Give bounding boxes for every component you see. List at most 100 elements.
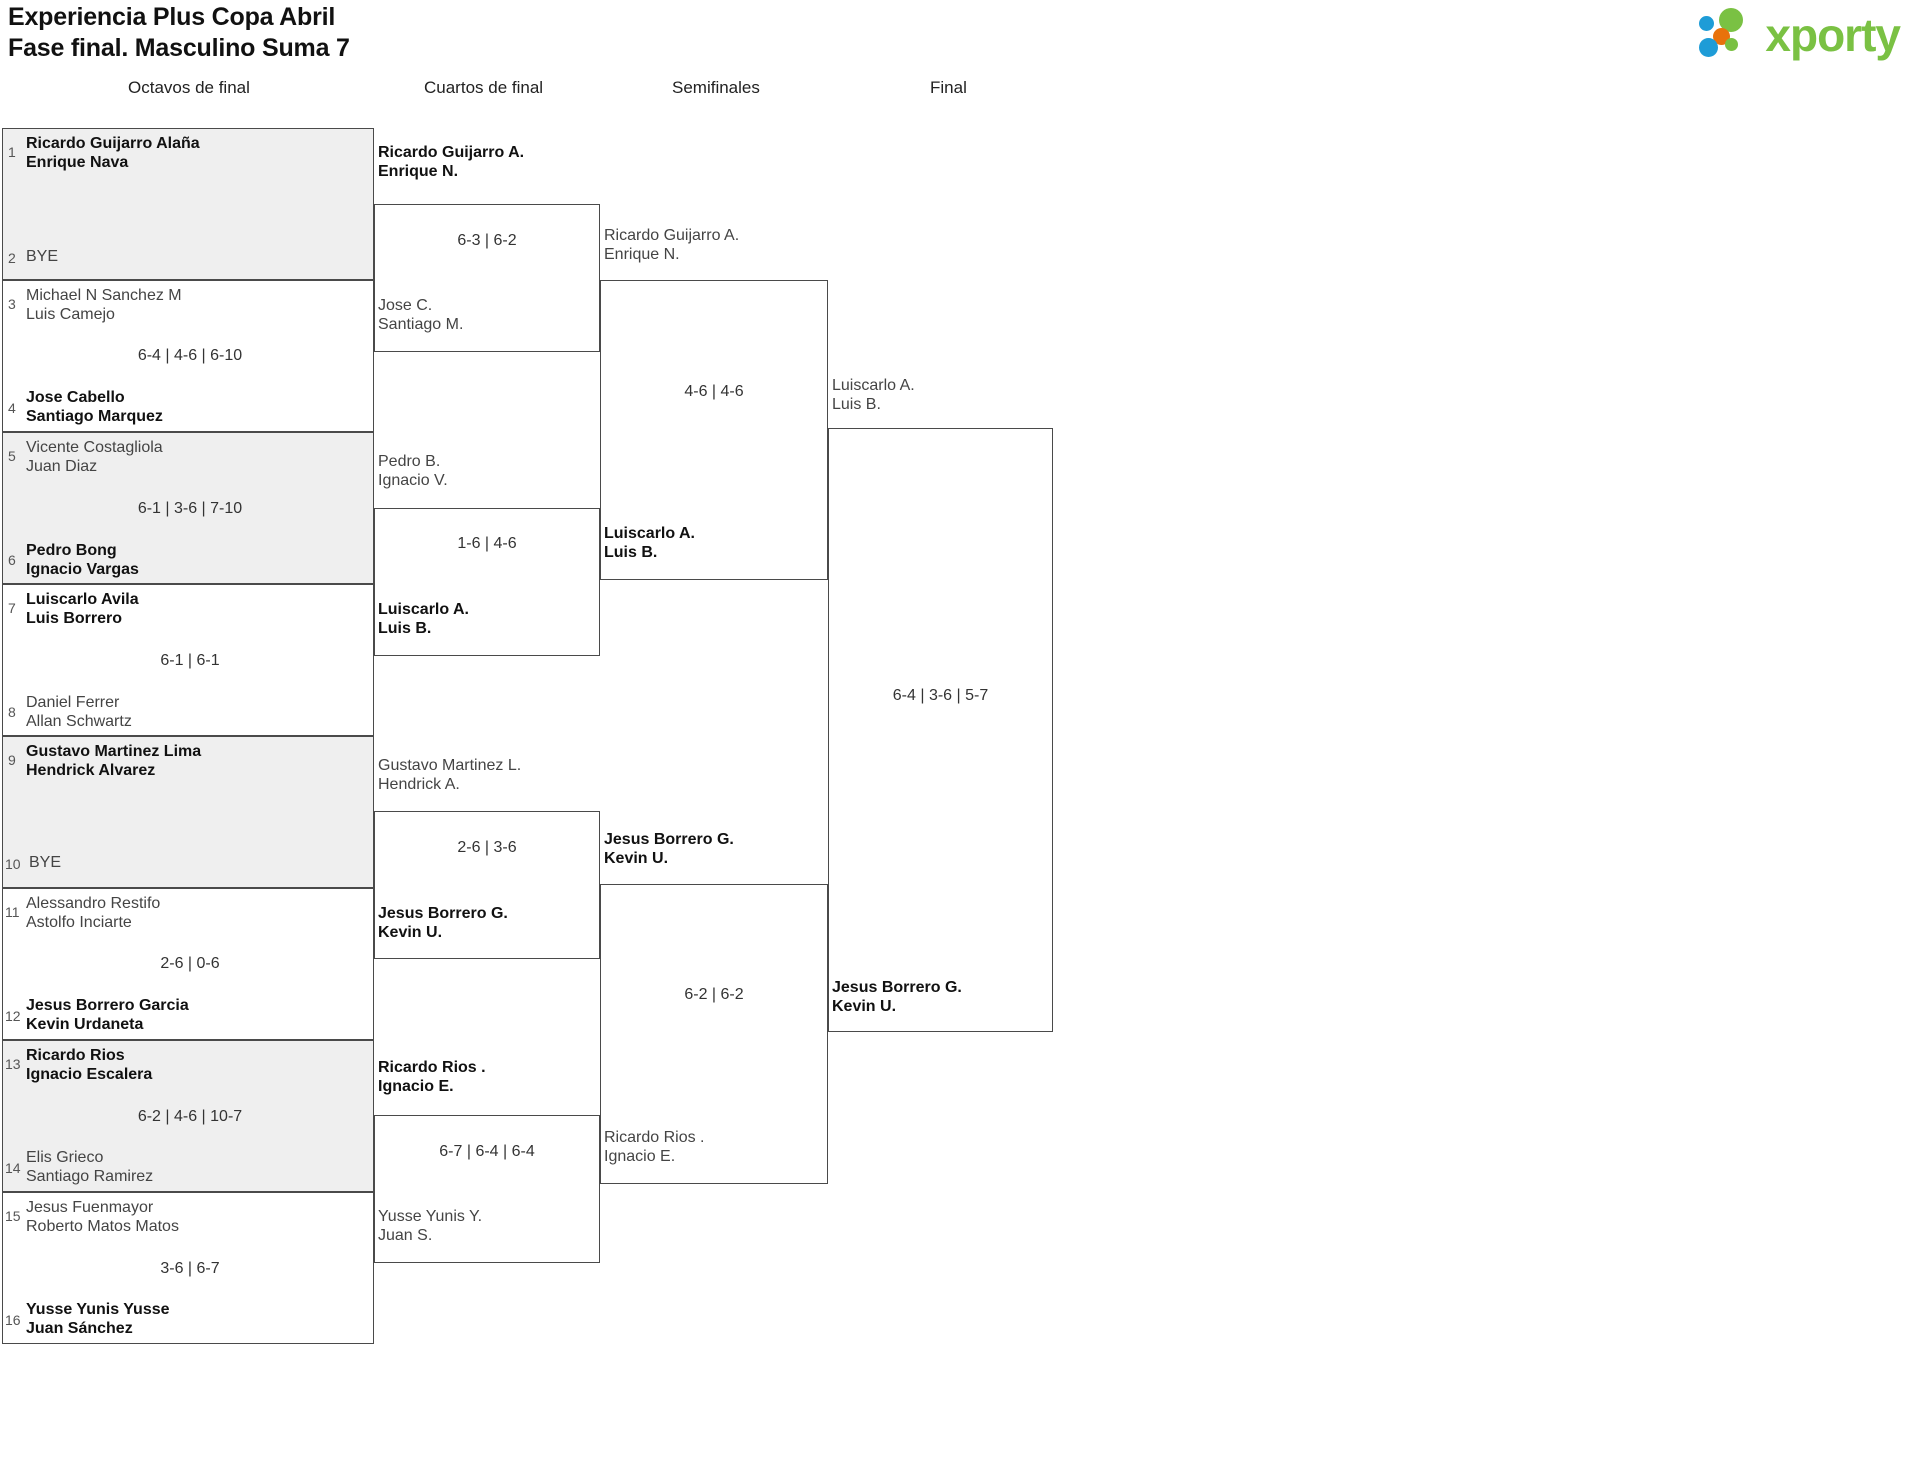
logo-wordmark: xporty (1765, 9, 1901, 61)
player-name: Santiago Ramirez (26, 1168, 154, 1185)
player-name: Elis Grieco (26, 1149, 104, 1166)
player-name: Ignacio Escalera (26, 1066, 153, 1083)
match-score: 6-7 | 6-4 | 6-4 (439, 1143, 535, 1160)
player-name: Yusse Yunis Y. (378, 1208, 483, 1225)
seed-number: 15 (5, 1208, 21, 1224)
r1-match-3[interactable] (2, 432, 374, 584)
player-name: Juan Diaz (26, 458, 98, 475)
player-name: Juan S. (378, 1227, 433, 1244)
seed-number: 6 (8, 552, 16, 568)
match-score: 3-6 | 6-7 (160, 1260, 220, 1277)
tournament-name: Experiencia Plus Copa Abril (8, 3, 336, 31)
seed-number: 14 (5, 1160, 21, 1176)
r4-match-final[interactable] (828, 428, 1053, 1032)
match-score: 6-2 | 4-6 | 10-7 (137, 1108, 243, 1125)
seed-number: 7 (8, 600, 16, 616)
r3-match-1[interactable] (600, 280, 828, 580)
r2-match-1[interactable] (374, 204, 600, 352)
seed-number: 12 (5, 1008, 21, 1024)
player-name: Luiscarlo Avila (26, 591, 139, 608)
player-name: BYE (29, 854, 62, 871)
player-name: Jesus Borrero G. (832, 979, 962, 996)
player-name: Ignacio V. (378, 472, 448, 489)
r2-match-3[interactable] (374, 811, 600, 959)
player-name: Vicente Costagliola (26, 439, 163, 456)
player-name: Roberto Matos Matos (26, 1218, 179, 1235)
seed-number: 10 (5, 856, 21, 872)
page-title: Experiencia Plus Copa Abril Fase final. … (8, 2, 908, 64)
xporty-logo: xporty (1699, 8, 1901, 62)
player-name: Pedro B. (378, 453, 441, 470)
round-header-octavos: Octavos de final (128, 78, 250, 97)
seed-number: 2 (8, 250, 16, 266)
player-name: Luiscarlo A. (832, 377, 915, 394)
seed-number: 8 (8, 704, 16, 720)
player-name: Jose Cabello (26, 389, 125, 406)
player-name: Alessandro Restifo (26, 895, 161, 912)
seed-number: 9 (8, 752, 16, 768)
r1-match-6[interactable] (2, 888, 374, 1040)
match-score: 6-1 | 6-1 (160, 652, 220, 669)
player-name: Ignacio Vargas (26, 561, 139, 578)
player-name: Jose C. (378, 297, 433, 314)
round-header-cuartos: Cuartos de final (424, 78, 544, 97)
match-score: 2-6 | 3-6 (457, 839, 517, 856)
player-name: Juan Sánchez (26, 1320, 133, 1337)
player-name: Ricardo Rios . (378, 1059, 486, 1076)
seed-number: 5 (8, 448, 16, 464)
player-name: Jesus Borrero G. (378, 905, 508, 922)
round-header-final: Final (930, 78, 967, 97)
player-name: Allan Schwartz (26, 713, 132, 730)
r1-match-4[interactable] (2, 584, 374, 736)
r1-match-2[interactable] (2, 280, 374, 432)
match-score: 2-6 | 0-6 (160, 955, 220, 972)
match-score: 6-3 | 6-2 (457, 232, 517, 249)
player-name: Ricardo Guijarro Alaña (26, 135, 200, 152)
player-name: Santiago M. (378, 316, 464, 333)
r1-match-5[interactable] (2, 736, 374, 888)
player-name: Ignacio E. (378, 1078, 454, 1095)
player-name: Gustavo Martinez L. (378, 757, 522, 774)
player-name: Luis Camejo (26, 306, 115, 323)
match-score: 6-4 | 3-6 | 5-7 (892, 687, 989, 704)
seed-number: 11 (5, 904, 20, 920)
player-name: Pedro Bong (26, 542, 117, 559)
player-name: Ricardo Rios . (604, 1129, 705, 1146)
seed-number: 4 (8, 400, 16, 416)
player-name: Luis B. (378, 620, 432, 637)
r3-match-2[interactable] (600, 884, 828, 1184)
player-name: Kevin Urdaneta (26, 1016, 144, 1033)
match-score: 6-1 | 3-6 | 7-10 (137, 500, 243, 517)
player-name: Astolfo Inciarte (26, 914, 132, 931)
r1-match-1[interactable] (2, 128, 374, 280)
player-name: Ricardo Rios (26, 1047, 125, 1064)
logo-dots-icon (1699, 8, 1761, 62)
player-name: Enrique Nava (26, 154, 129, 171)
r1-match-8[interactable] (2, 1192, 374, 1344)
player-name: Luis Borrero (26, 610, 123, 627)
player-name: Ignacio E. (604, 1148, 676, 1165)
player-name: Enrique N. (604, 246, 680, 263)
player-name: Jesus Borrero G. (604, 831, 734, 848)
player-name: Gustavo Martinez Lima (26, 743, 202, 760)
r2-match-4[interactable] (374, 1115, 600, 1263)
player-name: Hendrick Alvarez (26, 762, 156, 779)
round-header-semifinales: Semifinales (672, 78, 760, 97)
player-name: BYE (26, 248, 59, 265)
player-name: Hendrick A. (378, 776, 460, 793)
player-name: Santiago Marquez (26, 408, 163, 425)
r2-match-2[interactable] (374, 508, 600, 656)
r1-match-7[interactable] (2, 1040, 374, 1192)
match-score: 1-6 | 4-6 (457, 535, 517, 552)
player-name: Kevin U. (604, 850, 669, 867)
player-name: Luiscarlo A. (378, 601, 469, 618)
player-name: Luis B. (604, 544, 658, 561)
match-score: 6-2 | 6-2 (684, 986, 744, 1003)
player-name: Jesus Borrero Garcia (26, 997, 189, 1014)
player-name: Kevin U. (378, 924, 443, 941)
match-score: 6-4 | 4-6 | 6-10 (137, 347, 243, 364)
player-name: Daniel Ferrer (26, 694, 120, 711)
player-name: Michael N Sanchez M (26, 287, 182, 304)
seed-number: 16 (5, 1312, 21, 1328)
player-name: Enrique N. (378, 163, 459, 180)
